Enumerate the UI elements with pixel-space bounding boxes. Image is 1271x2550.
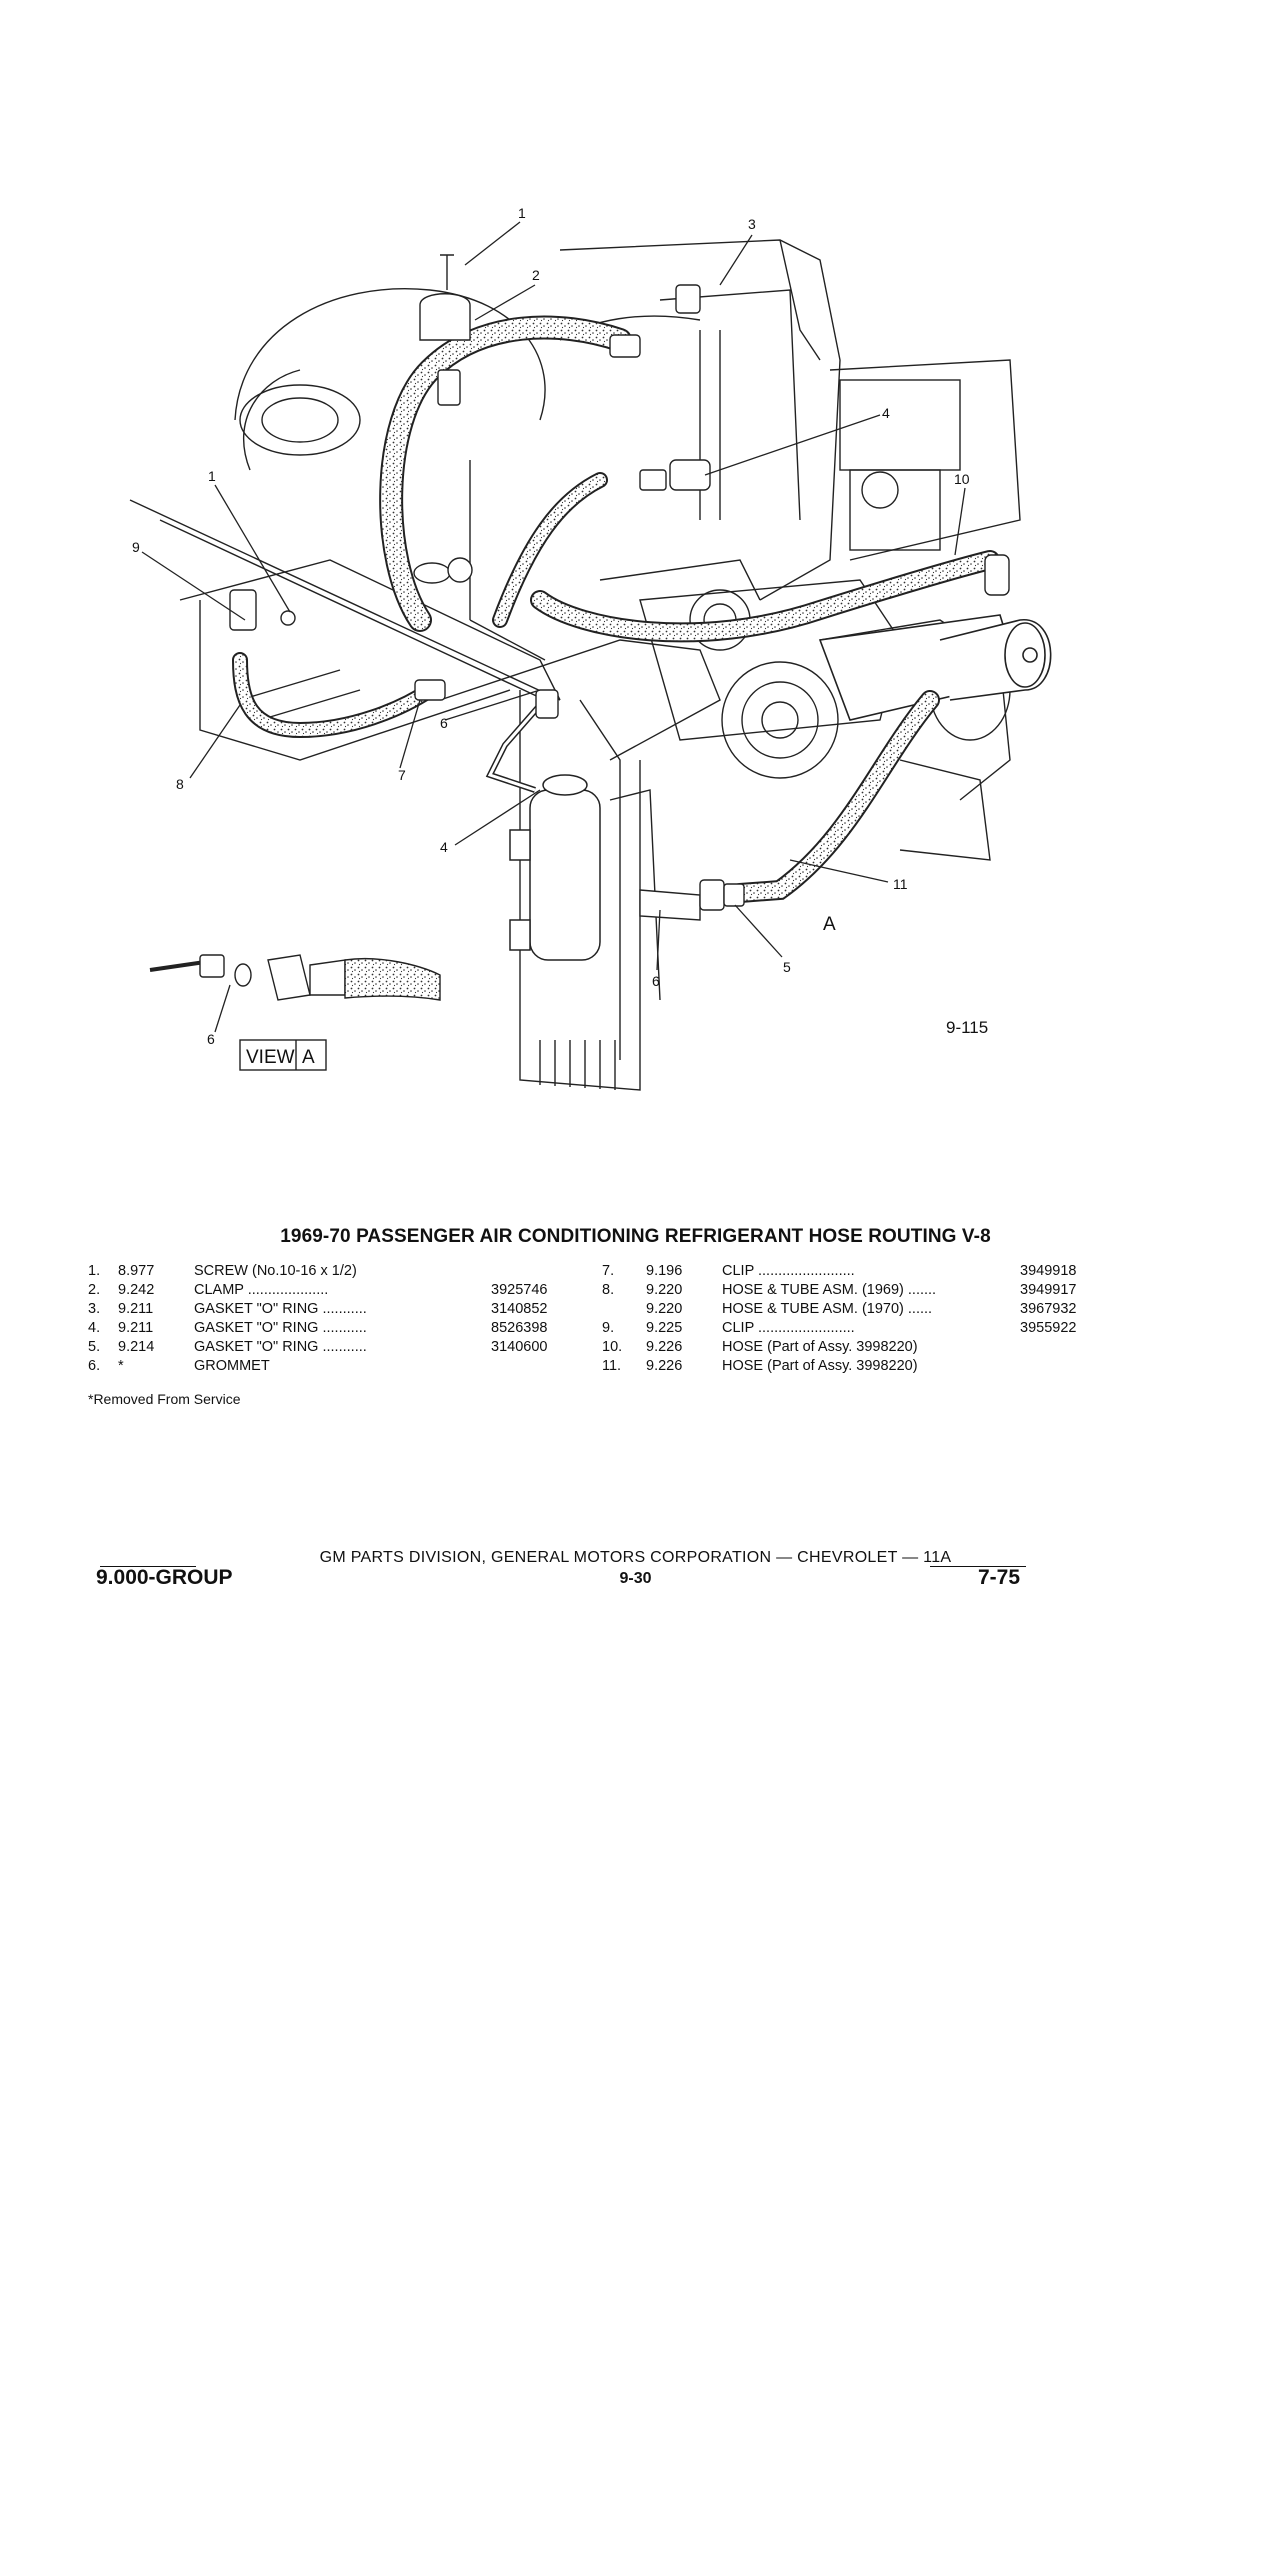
callout-1-top: 1: [518, 205, 526, 221]
view-a-box: [239, 1039, 327, 1071]
item-number: 10.: [602, 1339, 623, 1355]
parts-row: 1. 8.977 SCREW (No.10-16 x 1/2): [88, 1262, 588, 1281]
group-number: 9.196: [646, 1263, 683, 1279]
parts-row: 8. 9.220 HOSE & TUBE ASM. (1969) ....... 39…: [602, 1281, 1102, 1300]
part-number: 3955922: [1020, 1320, 1077, 1336]
callout-1-left: 1: [208, 468, 216, 484]
part-description: CLIP ........................: [722, 1263, 855, 1279]
group-number: 8.977: [118, 1263, 155, 1279]
callout-10: 10: [954, 471, 970, 487]
parts-row: 3. 9.211 GASKET "O" RING ........... 314085…: [88, 1300, 588, 1319]
item-number: 3.: [88, 1301, 101, 1317]
group-number: 9.220: [646, 1301, 683, 1317]
parts-row: 4. 9.211 GASKET "O" RING ........... 852639…: [88, 1319, 588, 1338]
part-description: HOSE (Part of Assy. 3998220): [722, 1339, 918, 1355]
compressor: [818, 614, 1052, 721]
part-number: 3140852: [491, 1301, 548, 1317]
part-description: GASKET "O" RING ...........: [194, 1301, 367, 1317]
parts-row: 9. 9.225 CLIP ........................ 3955…: [602, 1319, 1102, 1338]
part-description: GASKET "O" RING ...........: [194, 1339, 367, 1355]
part-number: 3949918: [1020, 1263, 1077, 1279]
view-a-detail: [149, 954, 441, 1071]
group-number: 9.211: [118, 1301, 154, 1317]
callout-8: 8: [176, 776, 184, 792]
parts-list-left: 1. 8.977 SCREW (No.10-16 x 1/2) 2. 9.242 CLAM…: [88, 1262, 588, 1376]
callout-6-mid: 6: [440, 715, 448, 731]
part-description: GROMMET: [194, 1358, 270, 1374]
footnote: *Removed From Service: [88, 1391, 241, 1407]
hose-routing-diagram: VIEW A 1 2 3 4 10 1 9 6 8 7 4 11 6 5 A 6…: [129, 205, 1052, 1091]
group-number: 9.214: [118, 1339, 155, 1355]
parts-row: 10. 9.226 HOSE (Part of Assy. 3998220): [602, 1338, 1102, 1357]
part-description: CLAMP ....................: [194, 1282, 329, 1298]
callout-7: 7: [398, 767, 406, 783]
page-title: 1969-70 PASSENGER AIR CONDITIONING REFRI…: [280, 1226, 991, 1247]
footer-date: 7-75: [978, 1566, 1021, 1589]
footer-rule-right: [930, 1566, 1026, 1567]
callout-3: 3: [748, 216, 756, 232]
part-description: SCREW (No.10-16 x 1/2): [194, 1263, 357, 1279]
callout-4-top: 4: [882, 405, 890, 421]
footer-page-number: 9-30: [619, 1570, 652, 1587]
item-number: 2.: [88, 1282, 101, 1298]
part-description: GASKET "O" RING ...........: [194, 1320, 367, 1336]
hoses: [232, 315, 1000, 903]
item-number: 7.: [602, 1263, 615, 1279]
engine-outline: [129, 239, 1021, 861]
part-description: HOSE & TUBE ASM. (1969) .......: [722, 1282, 937, 1298]
group-number: 9.226: [646, 1339, 683, 1355]
callout-6-low: 6: [652, 973, 660, 989]
view-a-label: VIEW: [246, 1047, 295, 1068]
group-number: 9.211: [118, 1320, 154, 1336]
item-number: 9.: [602, 1320, 615, 1336]
part-number: 3967932: [1020, 1301, 1077, 1317]
callout-2: 2: [532, 267, 540, 283]
group-number: 9.242: [118, 1282, 155, 1298]
group-number: 9.225: [646, 1320, 683, 1336]
callout-5: 5: [783, 959, 791, 975]
receiver-dehydrator: [509, 774, 601, 961]
item-number: 6.: [88, 1358, 101, 1374]
part-number: 3140600: [491, 1339, 548, 1355]
footer-division: GM PARTS DIVISION, GENERAL MOTORS CORPOR…: [319, 1549, 952, 1566]
parts-row: 11. 9.226 HOSE (Part of Assy. 3998220): [602, 1357, 1102, 1376]
group-number: 9.220: [646, 1282, 683, 1298]
parts-row: 2. 9.242 CLAMP .................... 3925746: [88, 1281, 588, 1300]
part-description: HOSE (Part of Assy. 3998220): [722, 1358, 918, 1374]
figure-number: 9-115: [946, 1018, 988, 1037]
footer-group: 9.000-GROUP: [96, 1566, 233, 1589]
parts-row: 9.220 HOSE & TUBE ASM. (1970) ...... 39679…: [602, 1300, 1102, 1319]
callout-a: A: [823, 914, 836, 935]
part-number: 3949917: [1020, 1282, 1077, 1298]
part-description: HOSE & TUBE ASM. (1970) ......: [722, 1301, 933, 1317]
part-description: CLIP ........................: [722, 1320, 855, 1336]
item-number: 4.: [88, 1320, 101, 1336]
callout-6-view: 6: [207, 1031, 215, 1047]
view-a-letter: A: [302, 1047, 315, 1068]
callout-9: 9: [132, 539, 140, 555]
callout-4-bottom: 4: [440, 839, 448, 855]
parts-row: 7. 9.196 CLIP ........................ 3949…: [602, 1262, 1102, 1281]
item-number: 5.: [88, 1339, 101, 1355]
part-number: 3925746: [491, 1282, 548, 1298]
radiator: [519, 690, 661, 1091]
item-number: 1.: [88, 1263, 101, 1279]
part-number: 8526398: [491, 1320, 548, 1336]
item-number: 11.: [602, 1358, 622, 1374]
footer-rule-left: [100, 1566, 196, 1567]
item-number: 8.: [602, 1282, 615, 1298]
parts-row: 5. 9.214 GASKET "O" RING ........... 314060…: [88, 1338, 588, 1357]
group-number: 9.226: [646, 1358, 683, 1374]
parts-row: 6. * GROMMET: [88, 1357, 588, 1376]
leader-lines: [141, 221, 966, 1033]
group-number: *: [118, 1358, 124, 1374]
callout-11: 11: [893, 876, 908, 892]
fittings: [229, 254, 1010, 921]
